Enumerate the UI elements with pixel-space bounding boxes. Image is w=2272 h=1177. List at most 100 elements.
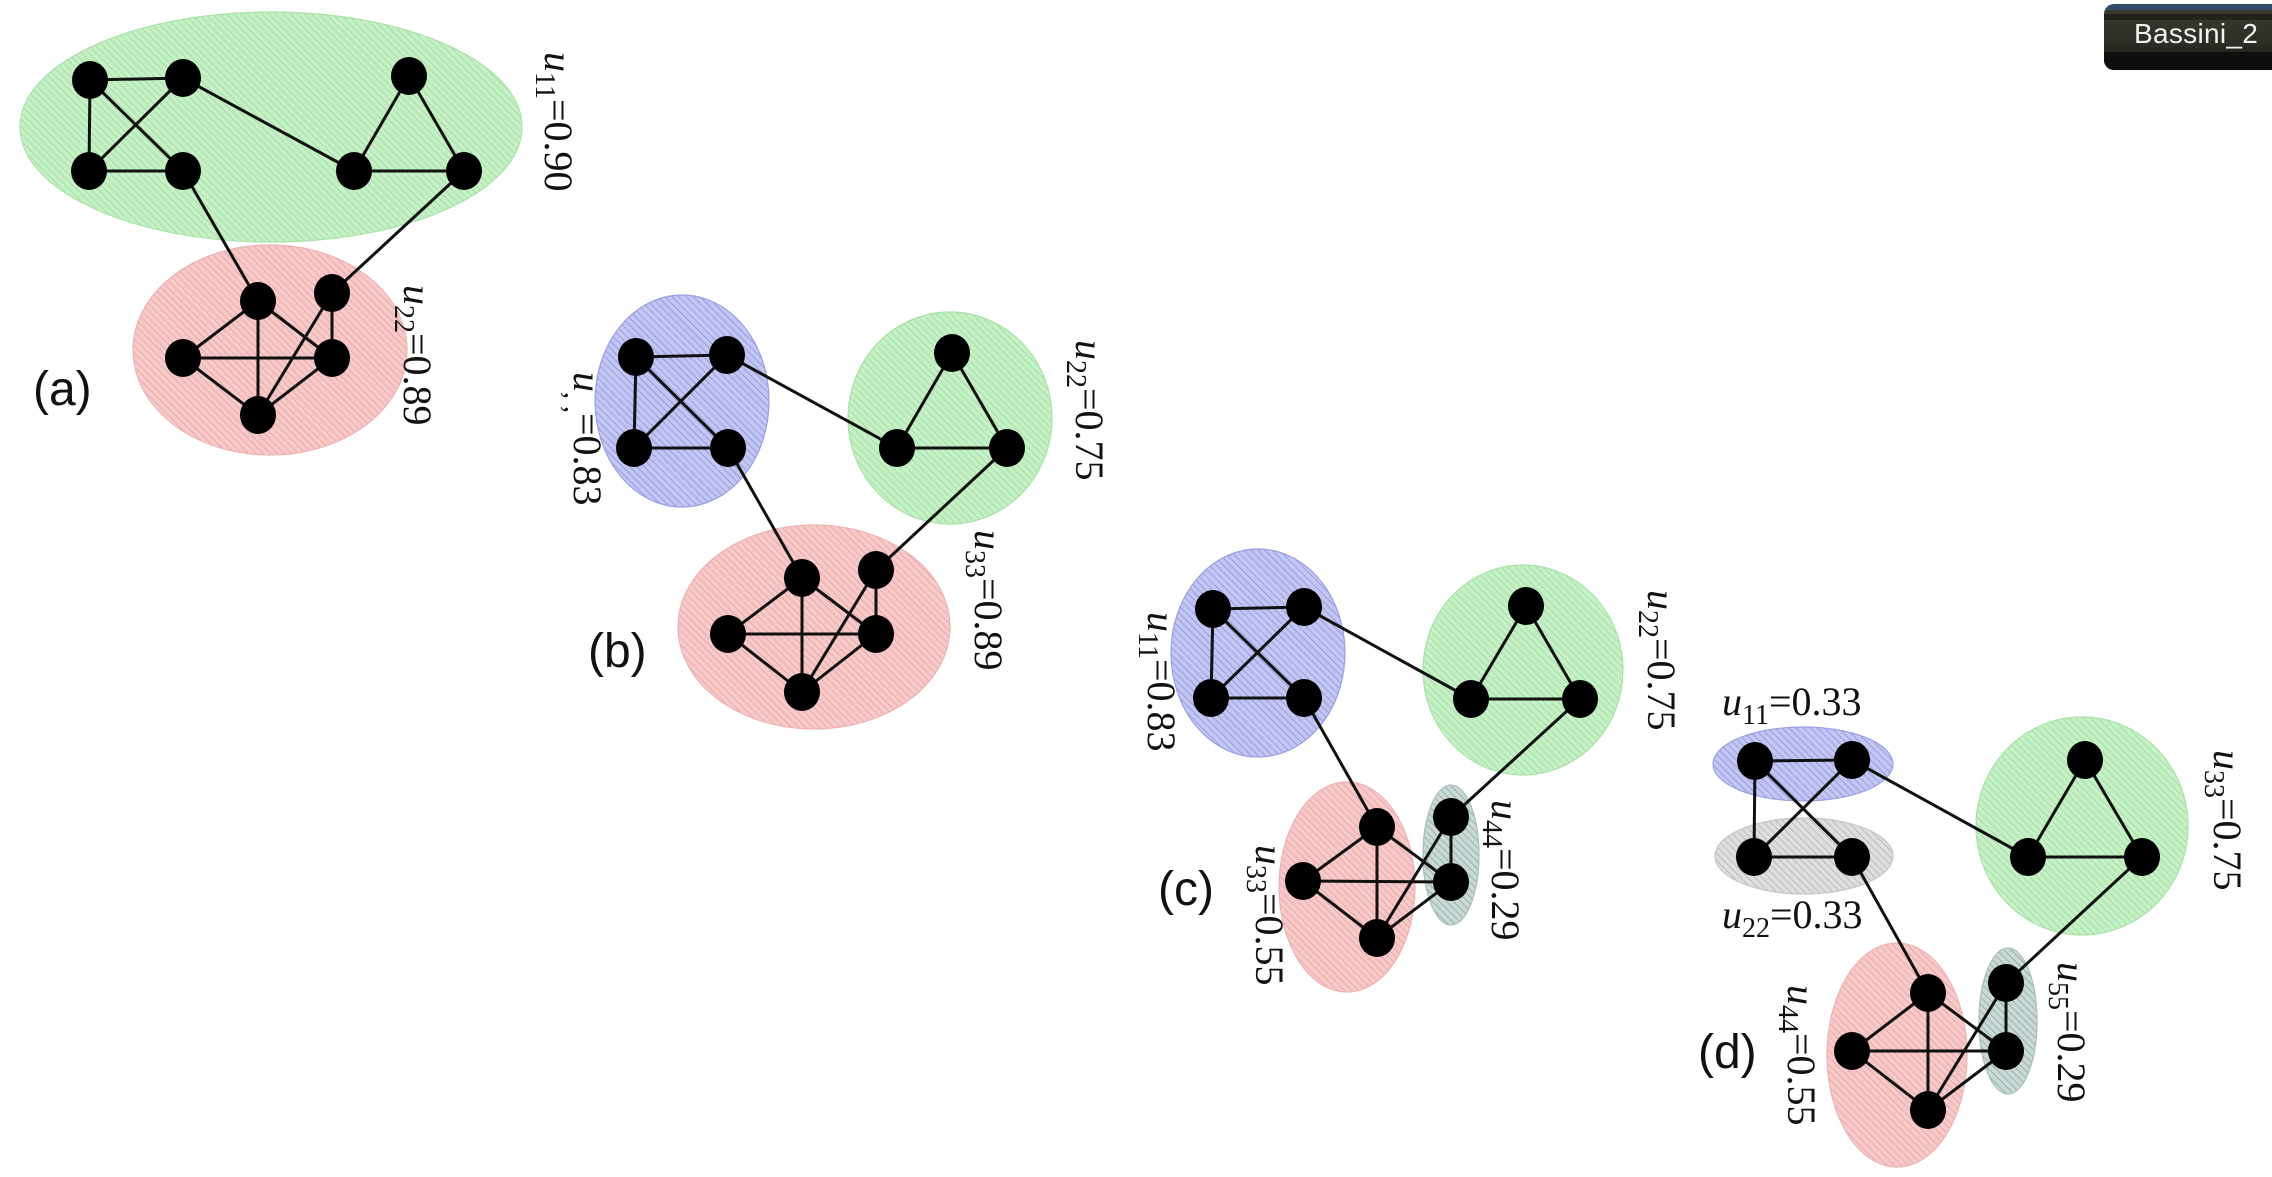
edge-d-n5-n7 (2083, 759, 2144, 858)
node-d-n9 (1988, 964, 2024, 1002)
edge-c-n7-n9 (1449, 697, 1582, 819)
membership-label-c-c2: u22=0.75 (1632, 590, 1684, 731)
node-a-n4 (165, 152, 201, 190)
node-d-n7 (2124, 838, 2160, 876)
edge-c-n10-n11 (1302, 879, 1452, 884)
node-b-n5 (934, 334, 970, 372)
node-c-n1 (1195, 590, 1231, 628)
node-a-n6 (336, 152, 372, 190)
node-b-n1 (618, 338, 654, 376)
node-c-n5 (1508, 587, 1544, 625)
membership-var: u (1139, 612, 1184, 632)
membership-value: =0.83 (1139, 659, 1184, 752)
edge-a-n4-n8 (181, 170, 260, 302)
membership-var: u (1247, 845, 1292, 865)
membership-var: u (395, 285, 440, 305)
membership-value: =0.33 (1769, 679, 1862, 724)
node-d-n6 (2010, 838, 2046, 876)
node-a-n1 (72, 61, 108, 99)
video-thumbnail-label: Bassini_2 (2134, 18, 2259, 49)
node-d-n4 (1834, 838, 1870, 876)
node-b-n2 (709, 336, 745, 374)
edge-layer (87, 75, 2144, 1112)
node-a-n2 (165, 59, 201, 97)
edge-a-n7-n9 (330, 169, 466, 295)
edge-d-n2-n6 (1851, 758, 2029, 859)
node-c-n2 (1286, 588, 1322, 626)
membership-label-a-c2: u22=0.89 (388, 285, 440, 426)
node-d-n3 (1736, 838, 1772, 876)
edge-c-n2-n3 (1209, 605, 1306, 700)
membership-value: =0.89 (966, 578, 1011, 671)
membership-var: u (1483, 800, 1528, 820)
node-b-n9 (858, 551, 894, 589)
panel-letter-d: (d) (1698, 1026, 1757, 1079)
membership-value: =0.90 (536, 99, 581, 192)
node-a-n8 (240, 282, 276, 320)
panel-letter-c: (c) (1158, 863, 1214, 916)
node-d-n1 (1737, 742, 1773, 780)
membership-value: =0.75 (1067, 388, 1112, 481)
edge-b-n4-n8 (726, 447, 804, 579)
cluster-green-d-c3 (1975, 716, 2189, 936)
membership-label-d-c4: u44=0.55 (1772, 985, 1824, 1126)
video-thumbnail[interactable]: Bassini_2 (2104, 4, 2272, 70)
membership-var: u (1722, 679, 1742, 724)
node-b-n8 (784, 559, 820, 597)
cluster-green-b-c2 (847, 311, 1053, 525)
membership-subscript: 22 (1632, 610, 1663, 638)
membership-value: =0.89 (395, 333, 440, 426)
cluster-green-c-c2 (1422, 564, 1624, 776)
membership-label-c-c3: u33=0.55 (1240, 845, 1292, 986)
panel-letter-a: (a) (33, 363, 92, 416)
membership-subscript: 33 (2198, 770, 2229, 798)
membership-subscript: 22 (1742, 913, 1770, 944)
edge-b-n9-n12 (800, 569, 878, 693)
membership-var: u (1639, 590, 1684, 610)
edge-c-n9-n12 (1375, 816, 1453, 939)
node-b-n6 (879, 429, 915, 467)
edge-c-n4-n8 (1302, 697, 1379, 828)
membership-subscript: 33 (1240, 865, 1271, 893)
membership-var: u (2049, 962, 2094, 982)
node-d-n11 (1988, 1032, 2024, 1070)
membership-value: =0.55 (1247, 893, 1292, 986)
membership-subscript: 11 (1742, 700, 1769, 731)
membership-value: =0.29 (2049, 1010, 2094, 1103)
edge-d-n5-n6 (2026, 759, 2087, 858)
edge-b-n7-n9 (874, 446, 1009, 572)
node-c-n11 (1433, 863, 1469, 901)
edge-a-n2-n6 (182, 76, 355, 173)
node-c-n10 (1285, 862, 1321, 900)
node-a-n12 (240, 396, 276, 434)
membership-label-c-c1: u11=0.83 (1132, 612, 1184, 752)
membership-label-b-c2: u22=0.75 (1060, 340, 1112, 481)
node-c-n9 (1433, 798, 1469, 836)
thumbnail-shadow (2104, 52, 2272, 70)
node-c-n6 (1453, 680, 1489, 718)
node-a-n3 (71, 152, 107, 190)
node-d-n10 (1834, 1032, 1870, 1070)
membership-value: =0.83 (565, 413, 610, 506)
edge-b-n2-n6 (726, 353, 898, 450)
membership-subscript: 11 (1132, 632, 1163, 659)
node-c-n3 (1193, 679, 1229, 717)
node-a-n11 (314, 339, 350, 377)
membership-subscript: 44 (1476, 820, 1507, 848)
node-layer (71, 57, 2160, 1129)
membership-value: =0.75 (1639, 638, 1684, 731)
membership-value: =0.33 (1770, 892, 1863, 937)
node-b-n10 (710, 615, 746, 653)
thumbnail-stripe (2104, 14, 2272, 20)
membership-label-c-c4: u44=0.29 (1476, 800, 1528, 941)
edge-d-n7-n9 (2004, 855, 2144, 985)
node-b-n7 (989, 429, 1025, 467)
node-a-n9 (314, 274, 350, 312)
edge-a-n9-n12 (256, 292, 334, 416)
node-c-n8 (1359, 808, 1395, 846)
membership-var: u (1067, 340, 1112, 360)
membership-label-d-c5: u55=0.29 (2042, 962, 2094, 1103)
edge-d-n2-n3 (1752, 758, 1854, 859)
edge-c-n2-n6 (1303, 605, 1472, 701)
